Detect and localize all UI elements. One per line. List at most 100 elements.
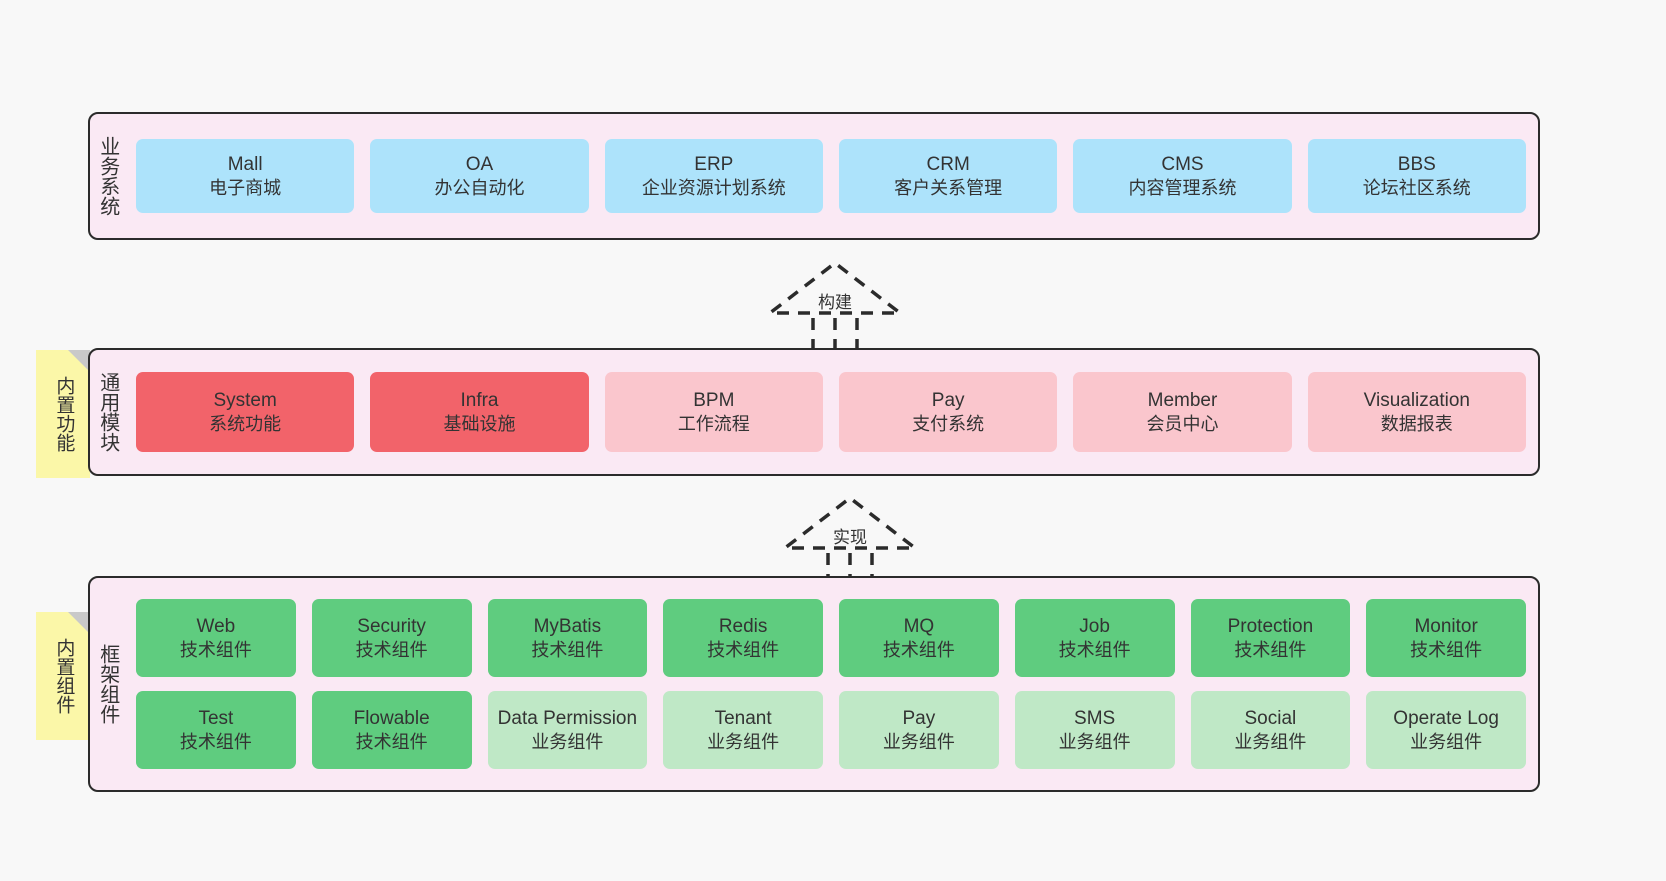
card-name: Mall — [227, 153, 263, 175]
card-desc: 数据报表 — [1380, 413, 1453, 434]
card-desc: 技术组件 — [1058, 639, 1131, 660]
card-desc: 技术组件 — [707, 639, 780, 660]
framework-card-pay[interactable]: Pay 业务组件 — [839, 691, 999, 769]
arrow-build: 构建 — [745, 255, 925, 355]
card-name: Web — [196, 615, 236, 637]
framework-card-web[interactable]: Web 技术组件 — [136, 599, 296, 677]
common-card-system[interactable]: System 系统功能 — [136, 372, 355, 452]
card-desc: 业务组件 — [1058, 731, 1131, 752]
framework-card-monitor[interactable]: Monitor 技术组件 — [1366, 599, 1526, 677]
business-card-mall[interactable]: Mall 电子商城 — [136, 139, 355, 213]
sticky-label: 内置功能 — [53, 376, 75, 452]
card-name: System — [213, 389, 277, 411]
layer-body-business: Mall 电子商城 OA 办公自动化 ERP 企业资源计划系统 CRM 客户关系… — [124, 114, 1538, 238]
framework-row-technical: Web 技术组件 Security 技术组件 MyBatis 技术组件 Redi… — [136, 599, 1526, 677]
framework-card-job[interactable]: Job 技术组件 — [1014, 599, 1175, 677]
common-card-member[interactable]: Member 会员中心 — [1073, 372, 1292, 452]
common-card-infra[interactable]: Infra 基础设施 — [370, 372, 589, 452]
card-desc: 业务组件 — [882, 731, 955, 752]
card-desc: 办公自动化 — [434, 177, 525, 198]
framework-card-flowable[interactable]: Flowable 技术组件 — [311, 691, 472, 769]
card-name: CMS — [1161, 153, 1204, 175]
framework-card-protection[interactable]: Protection 技术组件 — [1190, 599, 1351, 677]
card-desc: 系统功能 — [209, 413, 282, 434]
framework-card-mq[interactable]: MQ 技术组件 — [839, 599, 999, 677]
arrow-implement-icon — [779, 495, 921, 588]
framework-card-social[interactable]: Social 业务组件 — [1190, 691, 1351, 769]
layer-title-business: 业务系统 — [96, 136, 119, 216]
arrow-build-icon — [764, 260, 906, 353]
business-card-bbs[interactable]: BBS 论坛社区系统 — [1307, 139, 1526, 213]
card-desc: 业务组件 — [1410, 731, 1483, 752]
folded-corner-icon — [68, 612, 90, 634]
common-card-bpm[interactable]: BPM 工作流程 — [604, 372, 823, 452]
business-card-erp[interactable]: ERP 企业资源计划系统 — [604, 139, 823, 213]
layer-framework-components: 框架组件 Web 技术组件 Security 技术组件 MyBatis 技术组件… — [88, 576, 1540, 792]
card-desc: 技术组件 — [179, 731, 252, 752]
card-name: CRM — [926, 153, 970, 175]
card-name: Pay — [902, 707, 936, 729]
layer-common-modules: 通用模块 System 系统功能 Infra 基础设施 BPM 工作流程 Pay… — [88, 348, 1540, 476]
card-desc: 技术组件 — [1234, 639, 1307, 660]
framework-card-mybatis[interactable]: MyBatis 技术组件 — [487, 599, 648, 677]
arrow-implement: 实现 — [760, 490, 940, 590]
card-desc: 技术组件 — [531, 639, 604, 660]
layer-body-common: System 系统功能 Infra 基础设施 BPM 工作流程 Pay 支付系统… — [124, 350, 1538, 474]
card-desc: 业务组件 — [707, 731, 780, 752]
layer-title-framework: 框架组件 — [96, 644, 119, 724]
card-desc: 会员中心 — [1146, 413, 1219, 434]
card-name: SMS — [1074, 707, 1116, 729]
layer-title-common: 通用模块 — [96, 372, 119, 452]
layer-body-framework: Web 技术组件 Security 技术组件 MyBatis 技术组件 Redi… — [124, 578, 1538, 790]
framework-card-security[interactable]: Security 技术组件 — [311, 599, 472, 677]
card-desc: 客户关系管理 — [894, 177, 1003, 198]
card-desc: 技术组件 — [355, 639, 428, 660]
card-desc: 业务组件 — [531, 731, 604, 752]
business-row: Mall 电子商城 OA 办公自动化 ERP 企业资源计划系统 CRM 客户关系… — [136, 139, 1526, 213]
framework-card-data-permission[interactable]: Data Permission 业务组件 — [487, 691, 648, 769]
business-card-oa[interactable]: OA 办公自动化 — [370, 139, 589, 213]
card-desc: 业务组件 — [1234, 731, 1307, 752]
business-card-cms[interactable]: CMS 内容管理系统 — [1073, 139, 1292, 213]
card-desc: 支付系统 — [912, 413, 985, 434]
common-card-visualization[interactable]: Visualization 数据报表 — [1307, 372, 1526, 452]
card-name: Redis — [718, 615, 768, 637]
card-name: MQ — [903, 615, 935, 637]
card-name: ERP — [694, 153, 734, 175]
card-desc: 基础设施 — [443, 413, 516, 434]
framework-card-test[interactable]: Test 技术组件 — [136, 691, 296, 769]
card-name: Data Permission — [497, 707, 638, 729]
card-name: Job — [1079, 615, 1110, 637]
framework-card-tenant[interactable]: Tenant 业务组件 — [663, 691, 823, 769]
card-desc: 工作流程 — [677, 413, 750, 434]
folded-corner-icon — [68, 350, 90, 372]
framework-card-sms[interactable]: SMS 业务组件 — [1014, 691, 1175, 769]
card-name: BPM — [693, 389, 735, 411]
framework-card-operate-log[interactable]: Operate Log 业务组件 — [1366, 691, 1526, 769]
framework-card-redis[interactable]: Redis 技术组件 — [663, 599, 823, 677]
framework-row-business: Test 技术组件 Flowable 技术组件 Data Permission … — [136, 691, 1526, 769]
card-desc: 论坛社区系统 — [1362, 177, 1471, 198]
sticky-note-builtin-features: 内置功能 — [36, 350, 90, 478]
card-desc: 技术组件 — [1410, 639, 1483, 660]
card-name: Protection — [1227, 615, 1314, 637]
business-card-crm[interactable]: CRM 客户关系管理 — [838, 139, 1058, 213]
card-name: Tenant — [714, 707, 772, 729]
common-card-pay[interactable]: Pay 支付系统 — [838, 372, 1058, 452]
sticky-label: 内置组件 — [53, 638, 75, 714]
common-row: System 系统功能 Infra 基础设施 BPM 工作流程 Pay 支付系统… — [136, 372, 1526, 452]
card-name: Test — [198, 707, 234, 729]
card-name: Pay — [931, 389, 965, 411]
card-name: OA — [465, 153, 494, 175]
sticky-note-builtin-components: 内置组件 — [36, 612, 90, 740]
layer-business-systems: 业务系统 Mall 电子商城 OA 办公自动化 ERP 企业资源计划系统 CRM… — [88, 112, 1540, 240]
card-name: MyBatis — [533, 615, 602, 637]
card-name: Member — [1147, 389, 1218, 411]
card-desc: 企业资源计划系统 — [641, 177, 786, 198]
card-name: Monitor — [1414, 615, 1478, 637]
card-name: Visualization — [1363, 389, 1470, 411]
card-desc: 内容管理系统 — [1128, 177, 1237, 198]
card-name: Security — [357, 615, 426, 637]
card-desc: 技术组件 — [355, 731, 428, 752]
